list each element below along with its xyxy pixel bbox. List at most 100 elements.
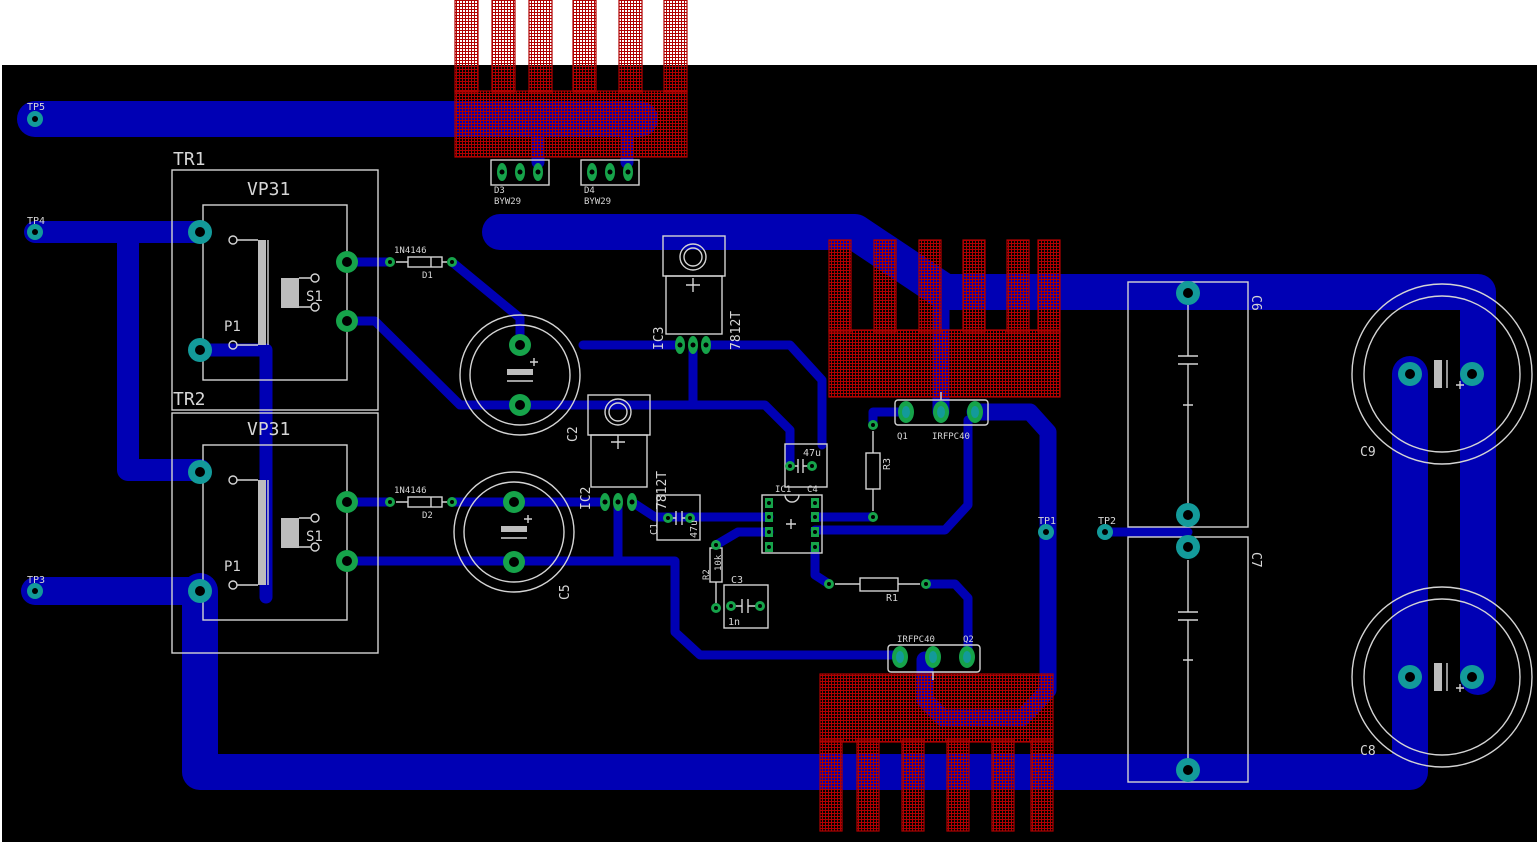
pad-drill: [195, 227, 205, 237]
pad-drill: [499, 169, 505, 175]
c9-inner: [1363, 295, 1521, 453]
part-c3[interactable]: [723, 584, 769, 629]
part-tr2[interactable]: [171, 412, 379, 654]
tr2-value: VP31: [247, 419, 290, 440]
heatsink-fin: [663, 0, 688, 93]
c3-outline: [723, 584, 769, 629]
heatsink-fin: [828, 239, 852, 333]
pad-drill: [813, 530, 817, 534]
pad-drill: [1183, 542, 1193, 552]
d1-value: 1N4146: [394, 246, 427, 256]
c8-inner: [1363, 598, 1521, 756]
d2-value: 1N4146: [394, 486, 427, 496]
tr2-outline: [171, 412, 379, 654]
trace[interactable]: [810, 542, 834, 589]
c5-symbol: [501, 515, 532, 539]
part-c5[interactable]: [453, 471, 575, 593]
part-c2[interactable]: [459, 314, 581, 436]
part-c9[interactable]: [1351, 283, 1533, 465]
pad-drill: [1405, 672, 1415, 682]
d3-value: BYW29: [494, 197, 521, 207]
part-d2[interactable]: [396, 496, 447, 508]
heatsink-fin: [618, 0, 643, 93]
c8-symbol: [1446, 663, 1464, 692]
heatsink-fin: [962, 239, 986, 333]
trace[interactable]: [482, 214, 1496, 695]
c4-outline: [784, 443, 828, 488]
ic3-value: 7812T: [729, 311, 744, 350]
pad-drill: [629, 499, 635, 505]
trace[interactable]: [182, 356, 1428, 790]
ic3-origin: [686, 278, 700, 292]
pad-drill: [758, 604, 762, 608]
ic3-body: [665, 275, 723, 335]
part-ic3[interactable]: [662, 235, 726, 335]
c1-value: 47u: [689, 520, 700, 538]
tr2-body: [202, 444, 348, 621]
part-d1[interactable]: [396, 256, 447, 268]
c6-name: C6: [1248, 295, 1263, 311]
tp2-label: TP2: [1098, 516, 1116, 527]
trace[interactable]: [711, 527, 774, 550]
ic3-name: IC3: [652, 327, 667, 350]
ic2-hole: [604, 398, 632, 426]
test-point-drill: [32, 229, 38, 235]
pad-drill: [827, 582, 831, 586]
pad-drill: [690, 342, 696, 348]
tr2-pin: [228, 580, 238, 590]
heatsink-fin: [873, 239, 897, 333]
c8-name: C8: [1360, 744, 1376, 759]
pad-drill: [871, 423, 875, 427]
part-ic2[interactable]: [587, 394, 651, 488]
c2-name: C2: [566, 426, 581, 442]
heatsink-fin: [856, 739, 880, 832]
part-q1[interactable]: [894, 392, 989, 426]
pad-drill: [714, 543, 718, 547]
pad-drill: [195, 345, 205, 355]
pad-drill: [813, 501, 817, 505]
tr1-switch: [281, 278, 299, 308]
pad-drill: [677, 342, 683, 348]
tr2-pin: [310, 513, 320, 523]
c6-symbol: [1178, 305, 1198, 505]
q1-value: IRFPC40: [932, 432, 970, 442]
c5-outline: [453, 471, 575, 593]
part-r1[interactable]: [835, 577, 920, 592]
part-ic1[interactable]: [761, 494, 823, 554]
trace[interactable]: [701, 340, 827, 450]
test-point-drill: [1102, 529, 1108, 535]
trace[interactable]: [117, 221, 211, 481]
ic3-hole-inner: [683, 247, 703, 267]
tr2-p1: P1: [224, 559, 241, 575]
ic1-outline: [761, 494, 823, 554]
pad-drill: [388, 500, 392, 504]
part-d3[interactable]: [490, 159, 550, 186]
board-background: [2, 65, 1537, 842]
tr2-switch: [281, 518, 299, 548]
pad-drill: [342, 257, 352, 267]
part-r3[interactable]: [865, 431, 881, 511]
pad-drill: [896, 651, 904, 663]
pad-drill: [902, 406, 910, 418]
r2-value: 10k: [714, 554, 724, 571]
d1-band: [396, 257, 447, 267]
pad-drill: [971, 406, 979, 418]
part-d4[interactable]: [580, 159, 640, 186]
trace[interactable]: [342, 556, 905, 660]
part-q2[interactable]: [887, 644, 981, 680]
trace[interactable]: [810, 415, 973, 535]
pad-drill: [810, 464, 814, 468]
pad-drill: [1183, 510, 1193, 520]
part-tr1[interactable]: [171, 169, 379, 411]
trace[interactable]: [921, 579, 973, 662]
pad-drill: [195, 467, 205, 477]
tr1-leads: [237, 239, 311, 346]
tr1-p1: P1: [224, 319, 241, 335]
part-c8[interactable]: [1351, 586, 1533, 768]
c5-inner: [463, 481, 565, 583]
c3-value: 1n: [728, 617, 740, 628]
trace[interactable]: [627, 497, 774, 522]
pad-drill: [195, 586, 205, 596]
c8-outline: [1351, 586, 1533, 768]
